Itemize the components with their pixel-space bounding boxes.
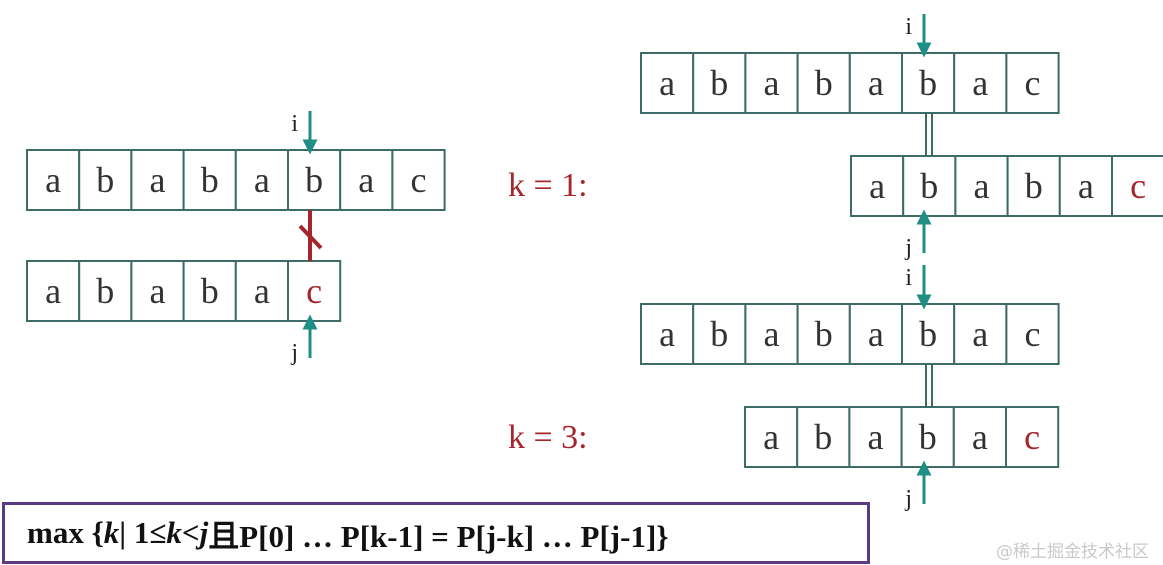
k3-pattern-cell [744, 406, 799, 468]
left-pattern-cell [287, 260, 342, 322]
k3-pattern-cell [796, 406, 851, 468]
k3-pattern-char: a [868, 417, 884, 457]
k1-pattern-char: b [920, 166, 938, 206]
left-text-char: b [305, 160, 323, 200]
k1-text-char: a [659, 63, 675, 103]
formula-rest: 且P[0] … P[k-1] = P[j-k] … P[j-1]} [208, 518, 669, 554]
k1-text-char: a [972, 63, 988, 103]
k3-pattern-char: c [1024, 417, 1040, 457]
k3-text-cell [744, 303, 799, 365]
k3-text-cell [1005, 303, 1060, 365]
k1-text-cell [1005, 52, 1060, 114]
k1-text-char: b [815, 63, 833, 103]
left-text-char: b [96, 160, 114, 200]
k1-text-char: a [868, 63, 884, 103]
k1-pattern-char: a [1078, 166, 1094, 206]
left-text-char: a [45, 160, 61, 200]
formula-lt: < [181, 515, 200, 550]
formula-mid1: | 1≤ [119, 515, 167, 550]
left-pattern-cell [234, 260, 290, 322]
mismatch-cross-icon [298, 224, 323, 250]
left-text-cell [287, 149, 342, 211]
k1-text-cell [848, 52, 903, 114]
k3-text-cell [796, 303, 851, 365]
k1-text-cell [953, 52, 1008, 114]
k3-pattern-char: b [814, 417, 832, 457]
k3-pattern-char: b [919, 417, 937, 457]
k1-text-char: b [710, 63, 728, 103]
left-text-char: c [411, 160, 427, 200]
left-text-char: a [254, 160, 270, 200]
formula-prefix: max { [27, 515, 104, 550]
left-text-cell [234, 149, 290, 211]
left-text-char: b [201, 160, 219, 200]
watermark: @稀土掘金技术社区 [996, 542, 1149, 562]
k3-pattern-cell [1005, 406, 1060, 468]
left-text-cell [391, 149, 446, 211]
left-text-char: a [150, 160, 166, 200]
k1-text-char: b [919, 63, 937, 103]
k3-text-char: a [659, 314, 675, 354]
left-text-cell [78, 149, 133, 211]
k3-pattern-char: a [972, 417, 988, 457]
left-text-cell [26, 149, 81, 211]
k1-pattern-cell [1111, 155, 1163, 217]
left-pattern-char: a [150, 271, 166, 311]
left-pattern-char: b [96, 271, 114, 311]
k3-text-char: b [710, 314, 728, 354]
k1-pattern-char: a [974, 166, 990, 206]
left-i-label: i [291, 111, 298, 137]
left-text-char: a [358, 160, 374, 200]
left-pattern-char: a [254, 271, 270, 311]
k1-text-char: a [764, 63, 780, 103]
formula-box: max {k | 1≤k<j 且P[0] … P[k-1] = P[j-k] …… [2, 502, 870, 564]
k1-text-cell [796, 52, 851, 114]
k1-text-char: c [1025, 63, 1041, 103]
formula-j: j [199, 515, 209, 550]
k3-text-char: c [1025, 314, 1041, 354]
left-pattern-char: c [306, 271, 322, 311]
left-pattern-cell [78, 260, 133, 322]
k1-pattern-cell [954, 155, 1009, 217]
k3-text-char: a [868, 314, 884, 354]
left-text-cell [130, 149, 185, 211]
k1-j-label: j [904, 235, 912, 261]
formula-k1: k [103, 515, 120, 550]
k3-case-label: k = 3: [508, 419, 588, 456]
left-j-label: j [290, 340, 298, 366]
left-pattern-char: a [45, 271, 61, 311]
k3-text-char: b [815, 314, 833, 354]
left-pattern-cell [182, 260, 237, 322]
left-pattern-cell [26, 260, 81, 322]
left-pattern-char: b [201, 271, 219, 311]
k1-i-label: i [905, 14, 912, 40]
k3-text-cell [848, 303, 903, 365]
k1-pattern-char: b [1025, 166, 1043, 206]
left-text-cell [339, 149, 394, 211]
formula-k2: k [166, 515, 182, 550]
k3-pattern-cell [848, 406, 903, 468]
k3-text-char: b [919, 314, 937, 354]
k1-pattern-cell [1058, 155, 1114, 217]
k1-case-label: k = 1: [508, 167, 588, 204]
k1-pattern-char: a [869, 166, 885, 206]
k1-pattern-cell [902, 155, 957, 217]
k3-text-char: a [764, 314, 780, 354]
k3-text-cell [692, 303, 747, 365]
k3-pattern-char: a [763, 417, 779, 457]
k3-i-label: i [905, 265, 912, 291]
k3-j-label: j [904, 486, 912, 512]
k1-pattern-char: c [1130, 166, 1146, 206]
k3-text-char: a [972, 314, 988, 354]
